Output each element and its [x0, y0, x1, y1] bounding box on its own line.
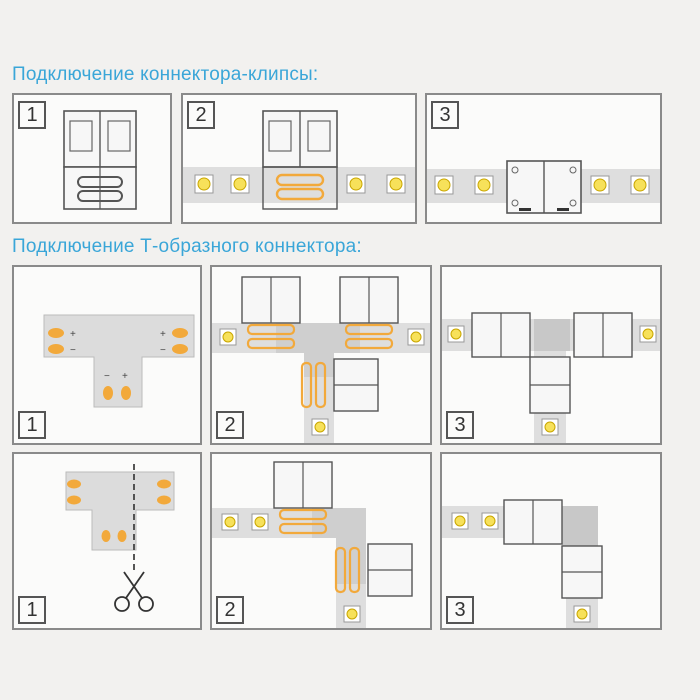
t-step-3-panel: 3	[440, 265, 662, 445]
led-icon	[386, 174, 406, 194]
t-step-1-panel: 1 + − + − − +	[12, 265, 202, 445]
led-icon	[251, 513, 269, 531]
t-cut-step-2-panel: 2	[210, 452, 432, 630]
step-number: 3	[431, 101, 459, 129]
led-icon	[343, 605, 361, 623]
led-icon	[447, 325, 465, 343]
t-connector-cut-illustration	[65, 464, 175, 612]
step-number: 2	[216, 596, 244, 624]
led-icon	[311, 418, 329, 436]
clip-step-2-panel: 2	[181, 93, 417, 224]
t-step-2-panel: 2	[210, 265, 432, 445]
step-number: 2	[216, 411, 244, 439]
plus-sign: +	[122, 371, 128, 382]
led-icon	[639, 325, 657, 343]
led-icon	[630, 175, 650, 195]
led-icon	[451, 512, 469, 530]
clip-step-1-panel: 1	[12, 93, 172, 224]
led-icon	[590, 175, 610, 195]
led-icon	[194, 174, 214, 194]
l-connector-closed-illustration	[442, 499, 603, 628]
plus-sign: +	[160, 329, 166, 340]
step-number: 3	[446, 411, 474, 439]
t-connector-closed-illustration	[442, 312, 660, 443]
led-icon	[407, 328, 425, 346]
step-number: 1	[18, 411, 46, 439]
l-connector-insert-illustration	[212, 461, 413, 628]
minus-sign: −	[160, 345, 166, 356]
led-icon	[573, 605, 591, 623]
led-icon	[221, 513, 239, 531]
led-icon	[346, 174, 366, 194]
led-icon	[474, 175, 494, 195]
scissors-icon	[114, 571, 154, 612]
led-icon	[541, 418, 559, 436]
step-number: 1	[18, 101, 46, 129]
t-connector-insert-illustration	[212, 276, 430, 443]
led-icon	[219, 328, 237, 346]
step-number: 2	[187, 101, 215, 129]
minus-sign: −	[70, 345, 76, 356]
plus-sign: +	[70, 329, 76, 340]
clip-connector-heading: Подключение коннектора-клипсы:	[12, 64, 319, 85]
clip-open-connector-illustration	[63, 110, 137, 210]
led-icon	[481, 512, 499, 530]
clip-insert-strip-illustration	[183, 110, 415, 210]
clip-closed-connector-illustration	[427, 160, 660, 214]
t-cut-step-3-panel: 3	[440, 452, 662, 630]
clip-step-3-panel: 3	[425, 93, 662, 224]
led-icon	[230, 174, 250, 194]
t-cut-step-1-panel: 1	[12, 452, 202, 630]
step-number: 1	[18, 596, 46, 624]
led-icon	[434, 175, 454, 195]
step-number: 3	[446, 596, 474, 624]
t-connector-board-illustration: + − + − − +	[43, 314, 195, 408]
t-connector-heading: Подключение Т-образного коннектора:	[12, 236, 362, 257]
minus-sign: −	[104, 371, 110, 382]
